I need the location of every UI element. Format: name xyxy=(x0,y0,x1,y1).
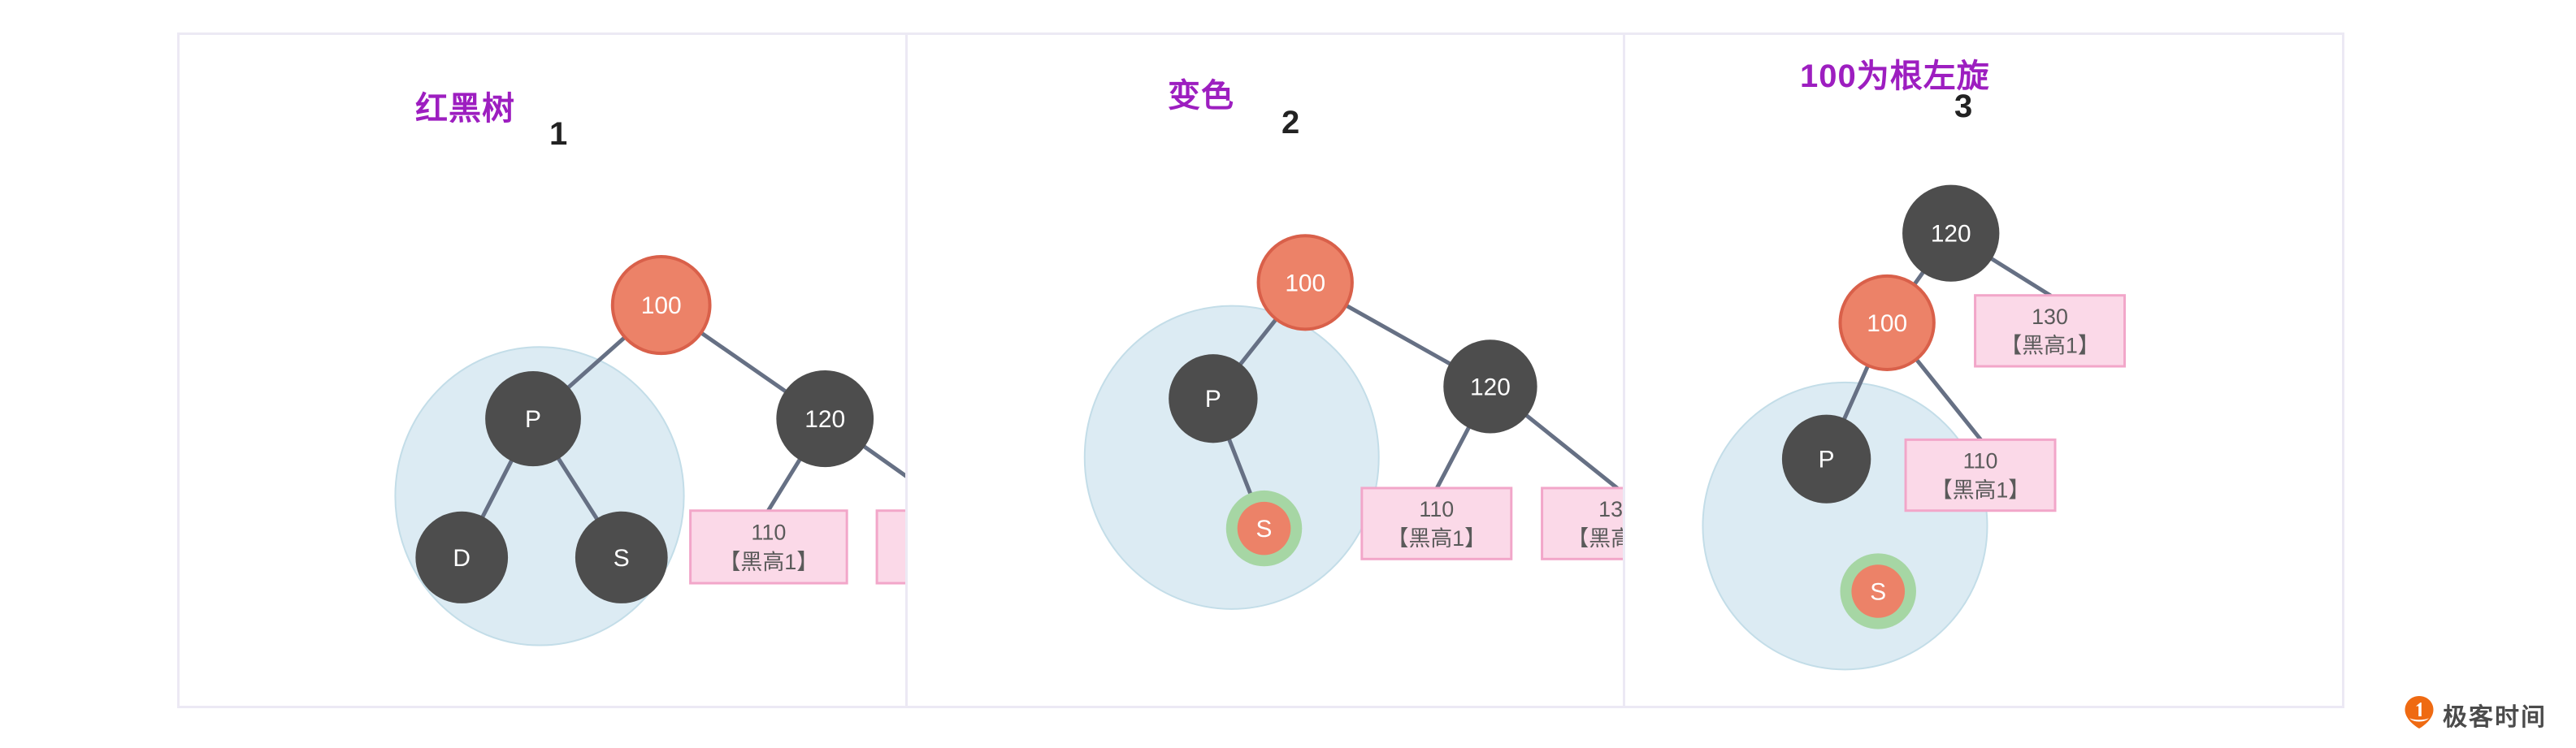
node-label: 100 xyxy=(641,292,682,319)
nil-box-blackheight: 【黑高1】 xyxy=(1387,526,1486,551)
nil-box-value: 130 xyxy=(1598,497,1623,521)
geektime-pin-logo xyxy=(2404,695,2435,733)
panel-2-title: 变色 xyxy=(1167,78,1234,114)
panel-1-title: 红黑树 xyxy=(415,91,515,127)
nil-130: 130 【黑高1】 xyxy=(1541,486,1623,560)
panel-3-title: 100为根左旋 xyxy=(1800,58,1990,94)
node-label: P xyxy=(1819,447,1835,473)
nil-110: 110 【黑高1】 xyxy=(689,509,848,585)
nil-box-value: 110 xyxy=(1963,449,1998,473)
node-label: 120 xyxy=(1470,374,1511,400)
node-label: P xyxy=(525,406,541,433)
nil-110: 110 【黑高1】 xyxy=(1360,486,1513,560)
nil-130: 130【黑高1】 xyxy=(875,509,905,585)
node-120: 120 xyxy=(776,370,874,468)
node-S: S xyxy=(1225,490,1303,567)
nil-box-blackheight: 【黑高1】 xyxy=(2000,334,2099,358)
node-100: 100 xyxy=(1256,234,1354,331)
panel-2-number: 2 xyxy=(1281,105,1300,141)
node-label: S xyxy=(1870,579,1886,606)
panel-1-number: 1 xyxy=(549,116,568,152)
node-D: D xyxy=(415,511,509,603)
nil-box-blackheight: 【黑高1】 xyxy=(1567,526,1623,551)
nil-box-blackheight: 【黑高1】 xyxy=(719,550,819,574)
node-100: 100 xyxy=(1838,274,1936,371)
watermark: 极客时间 xyxy=(2404,695,2547,733)
highlight-ellipse xyxy=(1083,305,1380,610)
watermark-text: 极客时间 xyxy=(2443,703,2547,732)
node-P: P xyxy=(1781,414,1871,504)
nil-box-value: 110 xyxy=(1419,497,1454,521)
nil-130: 130 【黑高1】 xyxy=(1974,294,2127,368)
node-100: 100 xyxy=(610,255,712,356)
node-P: P xyxy=(1169,354,1258,443)
node-120: 120 xyxy=(1902,184,2000,282)
node-label: 100 xyxy=(1867,310,1907,337)
node-label: 120 xyxy=(804,406,845,433)
nil-box-value: 130 xyxy=(2032,305,2068,329)
node-P: P xyxy=(485,370,581,467)
nil-box-blackheight: 【黑高1】 xyxy=(1931,478,2030,502)
node-label: S xyxy=(1256,516,1273,543)
node-label: 120 xyxy=(1931,221,1971,248)
node-120: 120 xyxy=(1443,339,1537,434)
nil-box-value: 110 xyxy=(751,521,786,545)
nil-110: 110 【黑高1】 xyxy=(1904,438,2057,512)
panel-3-number: 3 xyxy=(1954,89,1973,124)
node-S: S xyxy=(1840,553,1916,629)
node-label: S xyxy=(614,545,630,572)
node-label: D xyxy=(453,545,471,572)
node-S: S xyxy=(575,511,668,603)
node-label: 100 xyxy=(1285,270,1325,296)
node-label: P xyxy=(1205,386,1221,413)
